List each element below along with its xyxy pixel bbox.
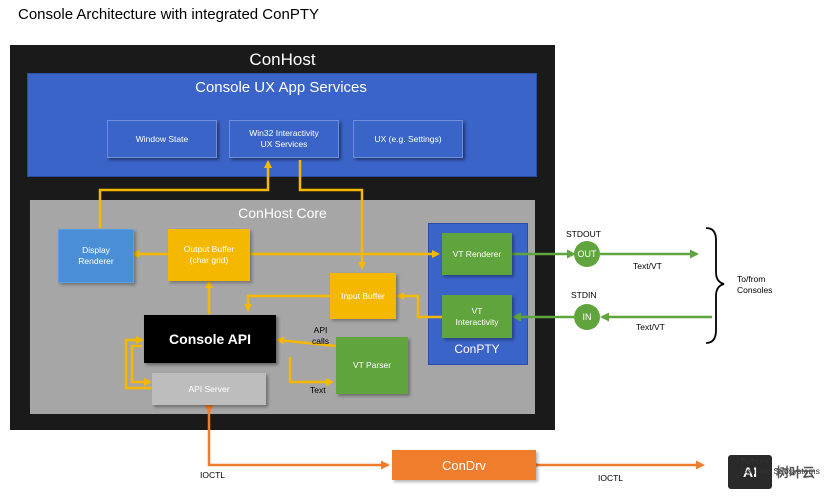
arrow-display-to-win32 xyxy=(98,160,272,228)
out-label: OUT xyxy=(577,249,597,259)
vt-interactivity-box: VT Interactivity xyxy=(442,295,512,338)
in-node: IN xyxy=(574,304,600,330)
arrow-input-to-api xyxy=(244,294,330,312)
arrow-apiserver-to-api xyxy=(124,336,152,390)
win32-interactivity-label-1: Win32 Interactivity xyxy=(249,128,319,138)
stdin-label: STDIN xyxy=(571,290,597,300)
api-server-box: API Server xyxy=(152,373,266,405)
win32-interactivity-label-2: UX Services xyxy=(260,139,308,149)
conpty-label: ConPTY xyxy=(454,342,500,356)
display-renderer-box: Display Renderer xyxy=(58,229,134,283)
input-buffer-label: Input Buffer xyxy=(341,290,385,301)
ioctl-right-label: IOCTL xyxy=(598,473,624,483)
to-from-consoles-label-2: Consoles xyxy=(737,285,773,295)
ioctl-left-label: IOCTL xyxy=(200,470,226,480)
api-calls-label-1: API xyxy=(313,325,328,335)
win32-interactivity-box: Win32 Interactivity UX Services xyxy=(229,120,339,158)
subsystems-label-2: Console Subsystems xyxy=(740,466,820,476)
watermark-logo-text: AI xyxy=(743,464,757,480)
vt-renderer-label: VT Renderer xyxy=(452,248,502,259)
ux-settings-label: UX (e.g. Settings) xyxy=(374,133,442,144)
consoles-brace xyxy=(705,227,725,344)
subsystems-label-1: To/from xyxy=(740,456,769,466)
ux-settings-box: UX (e.g. Settings) xyxy=(353,120,463,158)
window-state-label: Window State xyxy=(135,133,189,144)
api-calls-label: API calls xyxy=(312,325,329,347)
output-buffer-box: Output Buffer (char grid) xyxy=(168,229,250,281)
display-renderer-label-2: Renderer xyxy=(78,256,114,266)
vt-interactivity-label-2: Interactivity xyxy=(455,316,499,327)
arrow-vt-interactivity-to-input xyxy=(396,292,442,319)
input-buffer-box: Input Buffer xyxy=(330,273,396,319)
conhost-label: ConHost xyxy=(249,50,316,69)
display-renderer-label-1: Display xyxy=(82,245,110,255)
arrow-api-to-apiserver xyxy=(130,344,152,386)
vt-parser-box: VT Parser xyxy=(336,337,408,394)
conhost-core-label: ConHost Core xyxy=(238,205,327,221)
output-buffer-label-2: (char grid) xyxy=(189,255,229,265)
output-buffer-label-1: Output Buffer xyxy=(183,244,235,254)
arrow-win32-to-input-buffer xyxy=(298,160,366,270)
text-vt-out-label: Text/VT xyxy=(633,261,662,271)
to-from-consoles-label-1: To/from xyxy=(737,274,766,284)
text-vt-in-label: Text/VT xyxy=(636,322,665,332)
arrow-api-to-parser xyxy=(288,357,334,386)
console-api-label: Console API xyxy=(169,331,251,347)
in-label: IN xyxy=(582,312,592,322)
api-calls-label-2: calls xyxy=(312,336,330,346)
arrow-parser-to-api xyxy=(276,336,337,348)
vt-renderer-box: VT Renderer xyxy=(442,233,512,275)
api-server-label: API Server xyxy=(188,384,230,394)
diagram-title: Console Architecture with integrated Con… xyxy=(18,6,319,23)
subsystems-label: To/from Console Subsystems xyxy=(740,456,820,476)
vt-interactivity-label-1: VT xyxy=(471,305,483,316)
console-api-box: Console API xyxy=(144,315,276,363)
stdout-label: STDOUT xyxy=(566,229,601,239)
watermark-logo: AI xyxy=(728,455,772,489)
vt-parser-label: VT Parser xyxy=(352,360,392,370)
out-node: OUT xyxy=(574,241,600,267)
ux-app-services-label: Console UX App Services xyxy=(195,79,367,96)
condrv-box: ConDrv xyxy=(392,450,536,480)
window-state-box: Window State xyxy=(107,120,217,158)
text-label: Text xyxy=(310,385,326,395)
to-from-consoles-label: To/from Consoles xyxy=(737,274,772,296)
watermark-text: 树叶云 xyxy=(776,465,816,480)
arrow-apiserver-to-condrv xyxy=(204,405,390,470)
condrv-label: ConDrv xyxy=(441,457,487,473)
